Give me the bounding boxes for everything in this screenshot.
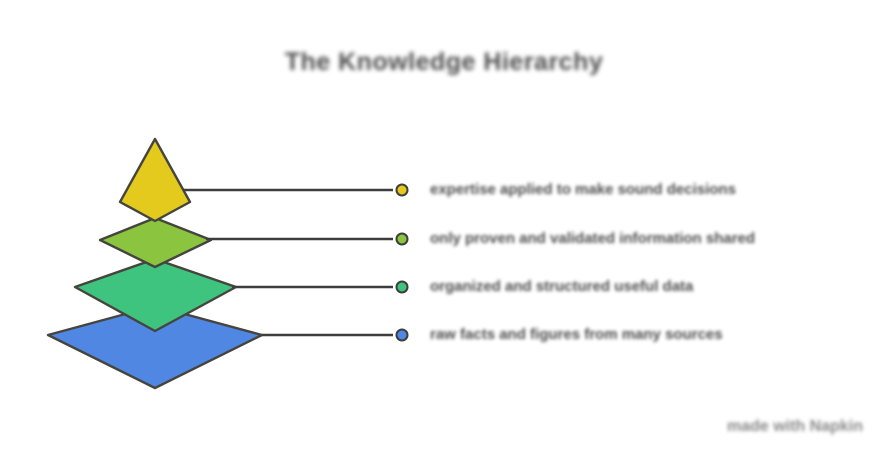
diagram-title: The Knowledge Hierarchy	[284, 48, 604, 76]
dot-marker-lime	[395, 232, 409, 246]
pyramid-level-4-blue	[46, 304, 264, 390]
level-3-label: organized and structured useful data	[430, 278, 694, 295]
dot-marker-yellow	[395, 183, 409, 197]
pyramid-level-1-yellow	[118, 137, 192, 223]
pyramid-level-3-green	[73, 257, 238, 333]
dot-marker-blue	[395, 328, 409, 342]
level-4-label: raw facts and figures from many sources	[430, 326, 723, 343]
level-2-label: only proven and validated information sh…	[430, 230, 756, 247]
pyramid-level-2-lime	[98, 216, 213, 269]
dot-marker-green	[395, 280, 409, 294]
level-1-label: expertise applied to make sound decision…	[430, 181, 736, 198]
watermark: made with Napkin	[726, 418, 863, 435]
